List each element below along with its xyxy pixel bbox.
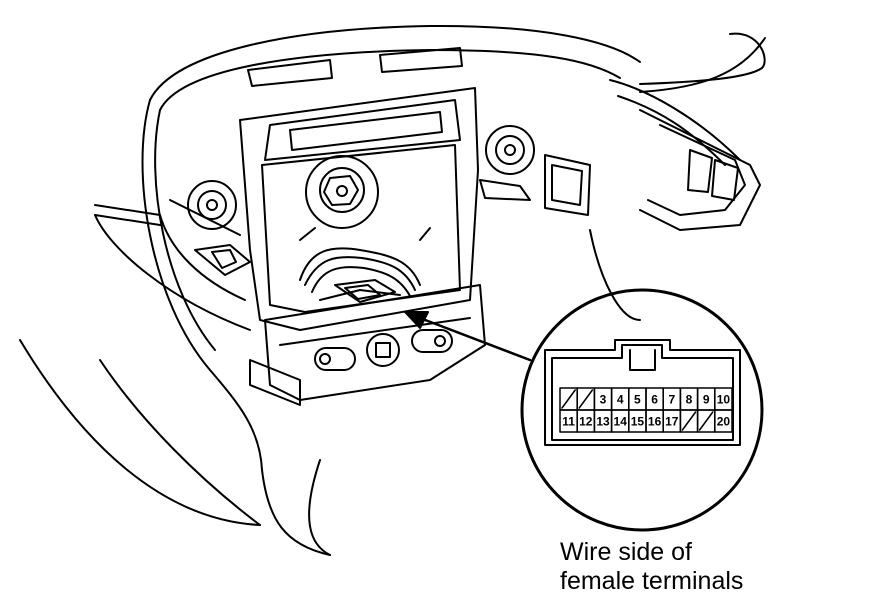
hub-frame: [239, 47, 479, 331]
dashboard-outline: [19, 32, 766, 526]
pin-number: 6: [651, 393, 658, 407]
steering-wheel-rim: [141, 24, 641, 556]
empty-pin-slash: [578, 389, 594, 409]
pin-number: 11: [562, 415, 575, 429]
pin-number: 5: [634, 393, 641, 407]
center-bolt: [305, 155, 379, 229]
pin-number: 7: [668, 393, 675, 407]
right-button: [485, 125, 535, 175]
pin-number: 9: [703, 393, 710, 407]
left-button: [187, 180, 237, 230]
caption-line-1: Wire side of: [560, 538, 692, 566]
caption-line-2: female terminals: [560, 567, 744, 595]
pin-number: 8: [686, 393, 693, 407]
empty-pin-slash: [561, 389, 576, 409]
pin-number: 13: [596, 415, 610, 429]
empty-pin-slash: [698, 411, 714, 431]
lower-bracket: [249, 284, 486, 406]
pin-number: 12: [579, 415, 593, 429]
pin-number: 15: [631, 415, 645, 429]
left-spoke: [159, 199, 251, 301]
pin-number: 3: [600, 393, 607, 407]
pin-cell: [714, 409, 733, 433]
pin-number: 16: [648, 415, 662, 429]
wire-harness: [299, 227, 431, 303]
pin-number: 20: [717, 415, 731, 429]
callout-circle: [520, 288, 764, 532]
pin-number: 4: [617, 393, 624, 407]
caption: Wire side of female terminals: [560, 538, 870, 596]
side-connector: [479, 154, 591, 216]
empty-pin-slash: [681, 411, 697, 431]
pin-number: 17: [665, 415, 679, 429]
pin-number: 14: [614, 415, 628, 429]
right-spoke: [589, 79, 761, 321]
pin-number: 10: [717, 393, 731, 407]
leader-arrow: [404, 311, 532, 362]
connector-housing: [544, 339, 741, 446]
